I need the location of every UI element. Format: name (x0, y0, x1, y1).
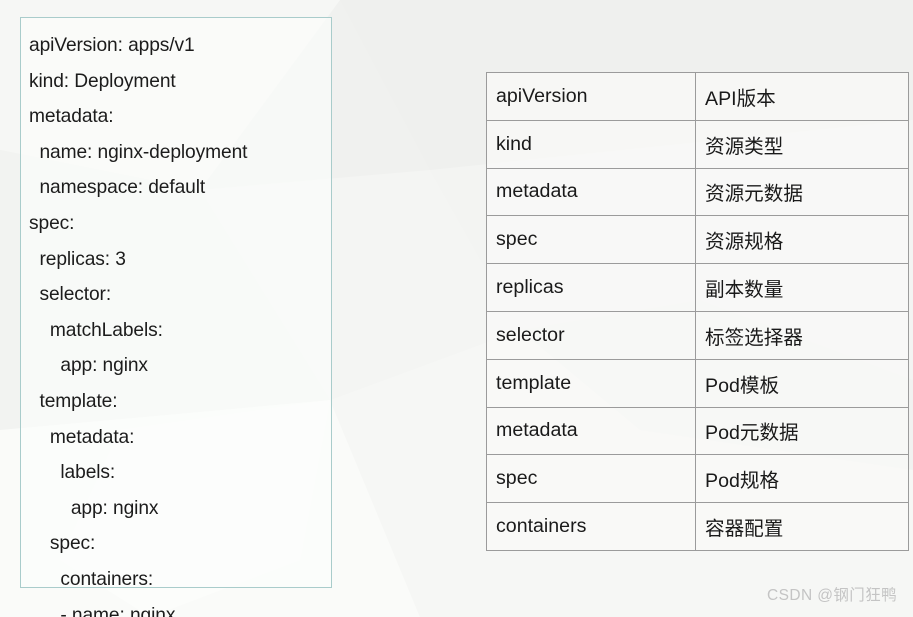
field-value-cell: 资源元数据 (695, 167, 909, 217)
field-value-cell: Pod规格 (695, 454, 909, 504)
table-row: spec 资源规格 (486, 215, 909, 265)
table-row: metadata 资源元数据 (486, 167, 909, 217)
field-value-cell: 资源规格 (695, 215, 909, 265)
field-value-cell: API版本 (695, 72, 909, 121)
table-row: replicas 副本数量 (486, 263, 909, 312)
table-row: selector 标签选择器 (486, 310, 909, 360)
field-value-cell: 标签选择器 (695, 310, 909, 360)
field-key-cell: metadata (486, 406, 696, 456)
yaml-code-block: apiVersion: apps/v1 kind: Deployment met… (29, 35, 248, 617)
field-value-cell: 副本数量 (695, 263, 909, 312)
csdn-watermark: CSDN @钢门狂鸭 (767, 587, 897, 604)
yaml-manifest-panel: apiVersion: apps/v1 kind: Deployment met… (20, 17, 332, 617)
field-key-cell: apiVersion (486, 72, 696, 121)
table-row: containers 容器配置 (486, 502, 909, 551)
field-key-cell: spec (486, 454, 696, 504)
field-value-cell: 容器配置 (695, 502, 909, 551)
field-key-cell: spec (486, 215, 696, 265)
table-row: apiVersion API版本 (486, 72, 909, 121)
field-value-cell: Pod模板 (695, 358, 909, 408)
table-row: spec Pod规格 (486, 454, 909, 504)
table-body: apiVersion API版本 kind 资源类型 metadata 资源元数… (486, 72, 909, 551)
field-key-cell: selector (486, 310, 696, 360)
field-description-table: apiVersion API版本 kind 资源类型 metadata 资源元数… (486, 72, 909, 551)
field-key-cell: containers (486, 502, 696, 551)
field-key-cell: metadata (486, 167, 696, 217)
table-row: template Pod模板 (486, 358, 909, 408)
table-row: metadata Pod元数据 (486, 406, 909, 456)
field-key-cell: template (486, 358, 696, 408)
field-value-cell: 资源类型 (695, 119, 909, 169)
field-value-cell: Pod元数据 (695, 406, 909, 456)
table-row: kind 资源类型 (486, 119, 909, 169)
field-key-cell: replicas (486, 263, 696, 312)
field-key-cell: kind (486, 119, 696, 169)
